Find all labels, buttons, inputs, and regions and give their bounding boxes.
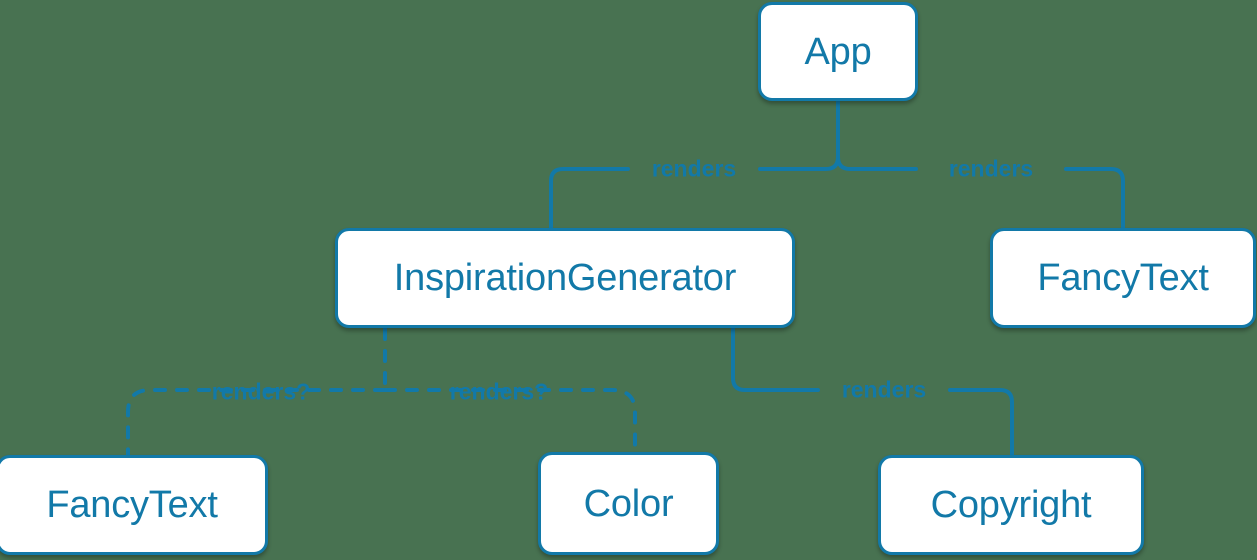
edge-app-ig: [758, 99, 840, 171]
node-app[interactable]: App: [758, 2, 918, 101]
edge-label-app-fancytext: renders: [948, 155, 1034, 182]
edge-ig-copyright-right: [948, 388, 1014, 457]
node-color-label: Color: [583, 482, 674, 525]
node-fancytext-bottom[interactable]: FancyText: [0, 455, 268, 555]
edge-app-fancytext-right: [1064, 167, 1125, 230]
edge-app-ig-left: [549, 167, 630, 230]
node-copyright-label: Copyright: [930, 484, 1092, 526]
edge-ig-copyright-left: [731, 327, 820, 392]
edge-label-inspiration-generator-fancytext: renders?: [211, 378, 311, 405]
node-color[interactable]: Color: [538, 452, 719, 555]
edge-label-inspiration-generator-copyright: renders: [841, 376, 927, 403]
edge-label-inspiration-generator-color: renders?: [449, 378, 549, 405]
edge-app-fancytext-top: [836, 99, 918, 171]
node-copyright[interactable]: Copyright: [878, 455, 1144, 555]
node-fancytext-top[interactable]: FancyText: [990, 228, 1256, 328]
node-app-label: App: [804, 30, 872, 73]
node-inspiration-generator-label: InspirationGenerator: [393, 257, 737, 299]
node-fancytext-top-label: FancyText: [1037, 257, 1209, 299]
edge-label-app-inspiration-generator: renders: [651, 155, 737, 182]
node-inspiration-generator[interactable]: InspirationGenerator: [335, 228, 795, 328]
node-fancytext-bottom-label: FancyText: [46, 484, 218, 526]
